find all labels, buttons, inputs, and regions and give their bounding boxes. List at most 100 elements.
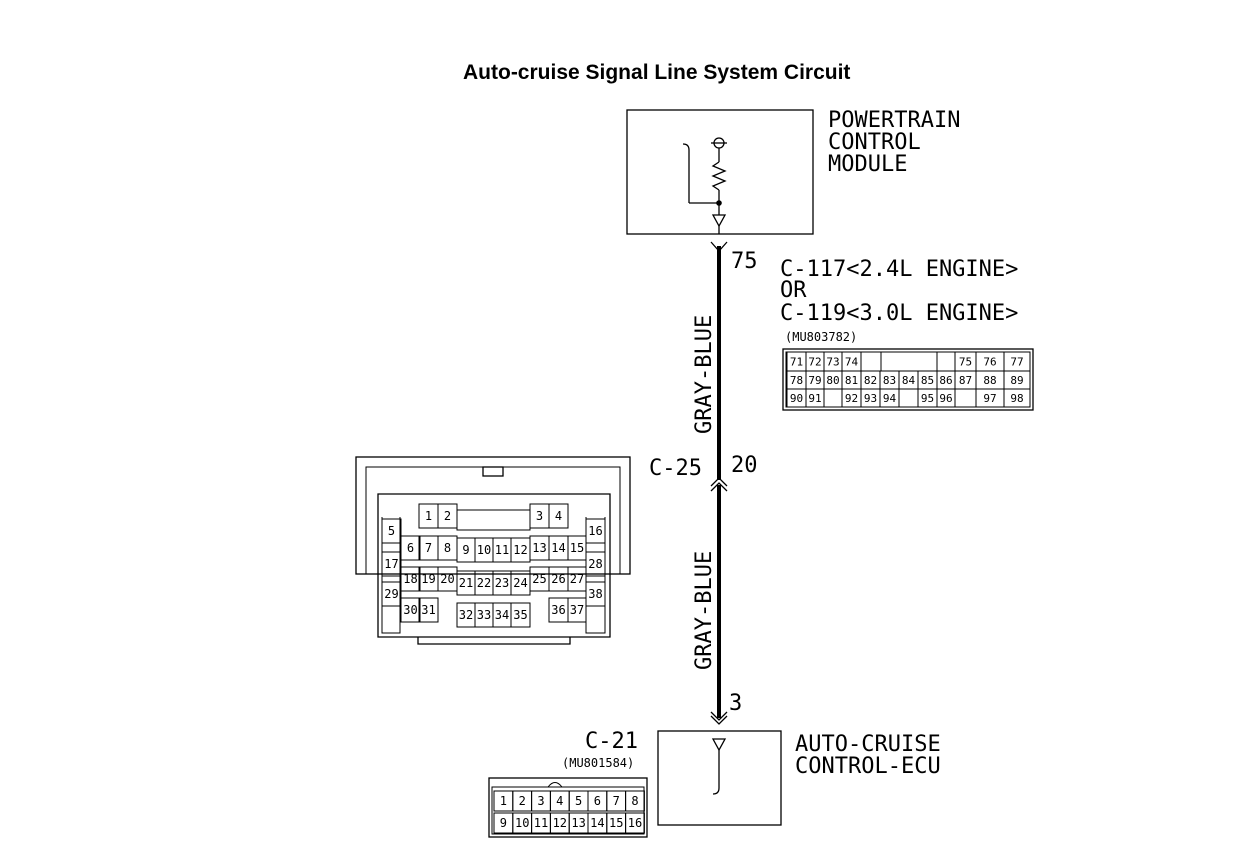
c25-pin-5: 5 — [388, 524, 395, 538]
c25-pin-23: 23 — [495, 576, 509, 590]
c117-pin-91-cell — [805, 388, 825, 408]
pcm-box — [626, 109, 814, 235]
c117-pin-78: 78 — [790, 374, 803, 387]
c25-pin-4: 4 — [555, 509, 562, 523]
c25-pin-16-cell — [585, 518, 606, 544]
c25-junction-icon — [710, 477, 728, 492]
c25-pin-17: 17 — [384, 557, 398, 571]
c25-pin-29-cell — [381, 581, 402, 607]
ecu-box — [657, 730, 782, 826]
c25-pin-4-cell — [548, 503, 569, 529]
c25-label: C-25 — [649, 456, 702, 481]
c117-pin-94-cell — [879, 388, 900, 408]
c117-pin-84: 84 — [902, 374, 916, 387]
c117-pin-85: 85 — [921, 374, 934, 387]
c25-pin-2-cell — [437, 503, 458, 529]
signal-wire: 75 20 3 GRAY-BLUE GRAY-BLUE — [692, 241, 758, 725]
pcm-terminal-icon — [710, 241, 728, 252]
c21-pin-9: 9 — [500, 816, 507, 830]
c25-pin-18-cell — [400, 566, 421, 592]
c25-pin-32: 32 — [459, 608, 473, 622]
c117-pin-75: 75 — [959, 356, 972, 369]
c25-pin-5-cell — [381, 518, 402, 544]
c117-pin-74: 74 — [845, 356, 859, 369]
c25-pin-6: 6 — [407, 541, 414, 555]
c25-pin-28-cell — [585, 551, 606, 577]
c117-pin-98-cell — [1003, 388, 1031, 408]
c117-label-line-2: OR — [780, 278, 807, 303]
c117-pin-76: 76 — [983, 356, 996, 369]
c25-pin-18: 18 — [403, 572, 417, 586]
powertrain-control-module: POWERTRAIN CONTROL MODULE — [626, 108, 960, 235]
c21-pin-13: 13 — [571, 816, 585, 830]
c25-pin-20: 20 — [440, 572, 454, 586]
c25-pin-21: 21 — [459, 576, 473, 590]
c21-pin-11: 11 — [534, 816, 548, 830]
c21-pin-1: 1 — [500, 794, 507, 808]
pcm-name-line-1: POWERTRAIN — [828, 108, 960, 133]
c21-pin-16-cell — [625, 812, 645, 834]
c117-pin-83: 83 — [883, 374, 896, 387]
c25-pin-13: 13 — [532, 541, 546, 555]
c117-pin-93: 93 — [864, 392, 877, 405]
c25-pin-34: 34 — [495, 608, 509, 622]
c117-pin-81: 81 — [845, 374, 858, 387]
c25-pin-7: 7 — [425, 541, 432, 555]
c25-pin-31: 31 — [421, 603, 435, 617]
c21-pin-15: 15 — [609, 816, 623, 830]
c117-pin-71: 71 — [790, 356, 803, 369]
c21-pin-4: 4 — [556, 794, 563, 808]
pin-3-label: 3 — [729, 691, 742, 716]
diagram-title: Auto-cruise Signal Line System Circuit — [463, 61, 850, 84]
c25-pin-12: 12 — [513, 543, 527, 557]
c117-pin-97: 97 — [983, 392, 996, 405]
connector-c117: C-117<2.4L ENGINE> OR C-119<3.0L ENGINE>… — [780, 257, 1034, 411]
c25-pin-35-cell — [510, 602, 531, 628]
pcm-internal-pullup-icon — [682, 137, 727, 234]
c117-pin-88: 88 — [983, 374, 996, 387]
c25-pin-6-cell — [400, 535, 421, 561]
wire-color-lower: GRAY-BLUE — [692, 551, 717, 670]
pin-75-label: 75 — [731, 249, 758, 274]
c25-pin-37: 37 — [570, 603, 584, 617]
c117-pin-96-cell — [936, 388, 956, 408]
c117-pin-96: 96 — [939, 392, 952, 405]
c25-pin-25: 25 — [532, 572, 546, 586]
c25-pin-29: 29 — [384, 587, 398, 601]
c25-pin-9: 9 — [462, 543, 469, 557]
c117-label-line-1: C-117<2.4L ENGINE> — [780, 257, 1018, 282]
c25-pin-1: 1 — [425, 509, 432, 523]
c21-pin-8: 8 — [631, 794, 638, 808]
c25-pin-17-cell — [381, 551, 402, 577]
c25-pin-19: 19 — [421, 572, 435, 586]
c25-pin-14: 14 — [551, 541, 565, 555]
c117-pin-98: 98 — [1010, 392, 1023, 405]
c117-pin-73: 73 — [826, 356, 839, 369]
c117-pin-79: 79 — [808, 374, 821, 387]
c21-pin-2: 2 — [519, 794, 526, 808]
c21-pin-16: 16 — [628, 816, 642, 830]
c25-pin-16: 16 — [588, 524, 602, 538]
c25-pin-30-cell — [400, 597, 421, 623]
wire-color-upper: GRAY-BLUE — [692, 315, 717, 434]
pcm-name-line-3: MODULE — [828, 152, 907, 177]
c117-pin-80: 80 — [826, 374, 839, 387]
ecu-input-icon — [711, 738, 727, 795]
c21-pin-12: 12 — [553, 816, 567, 830]
c25-pin-35: 35 — [513, 608, 527, 622]
c25-pin-27-cell — [567, 566, 587, 592]
c25-pin-28: 28 — [588, 557, 602, 571]
c117-pin-86: 86 — [939, 374, 952, 387]
c21-label: C-21 — [585, 729, 638, 754]
c25-pin-8: 8 — [444, 541, 451, 555]
c117-pin-82: 82 — [864, 374, 877, 387]
c117-pin-91: 91 — [808, 392, 821, 405]
c117-label-line-3: C-119<3.0L ENGINE> — [780, 301, 1018, 326]
c25-pin-15: 15 — [570, 541, 584, 555]
c117-pin-90: 90 — [790, 392, 803, 405]
c25-pin-31-cell — [418, 597, 439, 623]
c21-pin-3: 3 — [537, 794, 544, 808]
